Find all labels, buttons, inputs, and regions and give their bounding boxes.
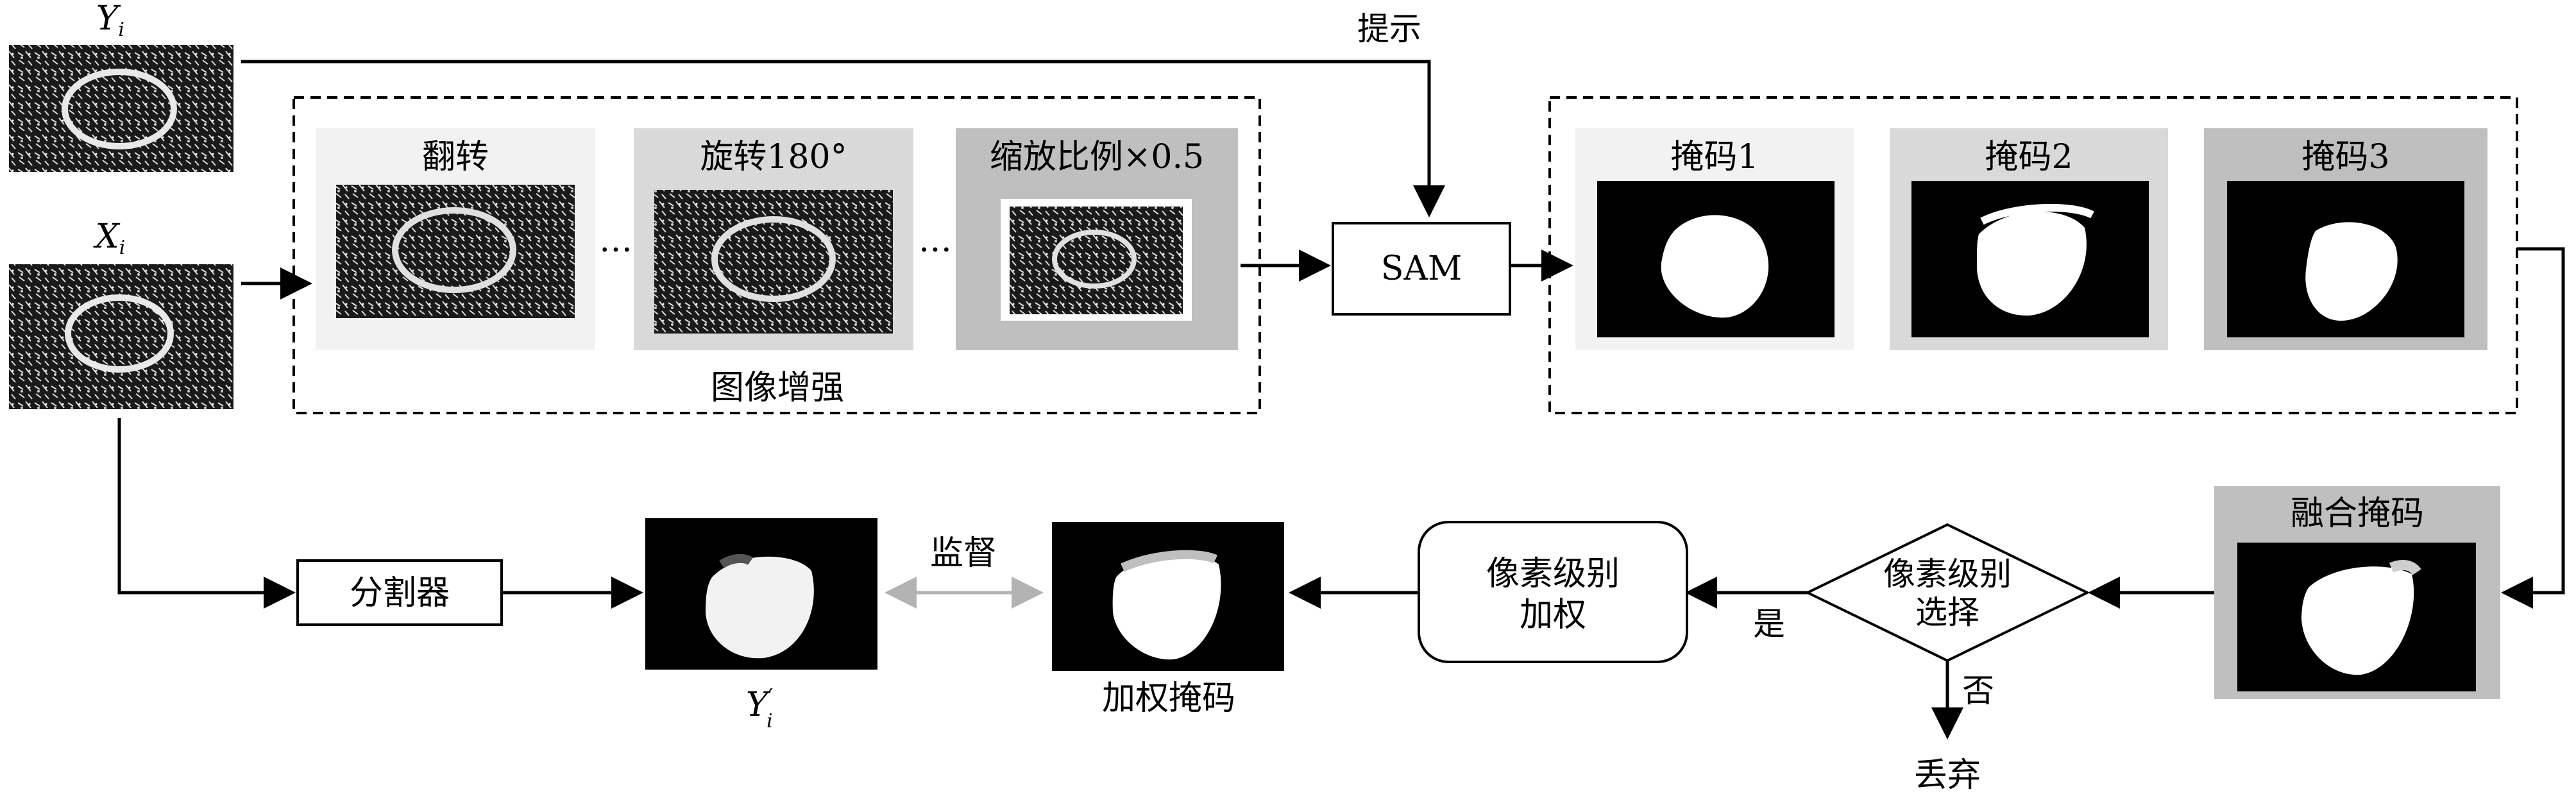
- flip-label: 翻转: [422, 138, 489, 176]
- yi-image: [9, 45, 233, 172]
- augment-group-box: [292, 96, 1261, 414]
- pixel-select-line2: 选择: [1915, 594, 1979, 631]
- flip-image: [336, 185, 575, 318]
- rotate-panel: 旋转180°: [634, 128, 913, 350]
- weighted-mask-label: 加权掩码: [1102, 679, 1235, 718]
- xi-to-segmenter-arrow: [117, 418, 296, 609]
- yi-pred-shape: [706, 556, 814, 659]
- xi-image-structure: [65, 294, 174, 373]
- rotate-label: 旋转180°: [700, 138, 847, 176]
- discard-label: 丢弃: [1914, 756, 1981, 795]
- no-label: 否: [1962, 672, 1994, 709]
- fused-mask-label: 融合掩码: [2291, 494, 2424, 533]
- rotate-image: [654, 190, 893, 334]
- segmenter-box: [296, 559, 503, 626]
- scale-image: [1010, 207, 1183, 314]
- sam-label: SAM: [1381, 249, 1462, 288]
- yes-label: 是: [1753, 605, 1785, 643]
- prompt-label: 提示: [1357, 10, 1421, 47]
- yi-image-structure: [62, 69, 177, 149]
- segmenter-label: 分割器: [350, 574, 450, 613]
- augment-group-label: 图像增强: [711, 369, 844, 407]
- mask-group-box: [1548, 96, 2518, 414]
- supervise-label: 监督: [930, 534, 997, 573]
- sam-box: [1332, 222, 1511, 316]
- pixel-select-line1: 像素级别: [1883, 555, 2012, 593]
- pixel-weight-line1: 像素级别: [1486, 555, 1620, 593]
- mask3-label: 掩码3: [2301, 138, 2389, 176]
- prompt-arrow: [241, 60, 1445, 217]
- scale-panel: 缩放比例×0.5: [956, 128, 1238, 350]
- masks-to-fused-arrow: [2501, 247, 2565, 609]
- xi-image-group: Xi: [9, 217, 233, 409]
- yi-label: Yi: [96, 0, 124, 41]
- fused-mask-panel: 融合掩码: [2214, 486, 2500, 699]
- mask1-label: 掩码1: [1670, 138, 1758, 176]
- ellipsis-1: …: [599, 221, 632, 260]
- flip-panel: 翻转: [316, 128, 595, 350]
- yi-image-group: Yi: [9, 0, 233, 172]
- mask3-panel: 掩码3: [2204, 128, 2487, 350]
- mask2-label: 掩码2: [1985, 138, 2072, 176]
- yi-pred-label: Y′i: [746, 684, 773, 732]
- xi-label: Xi: [93, 217, 126, 259]
- scale-label: 缩放比例×0.5: [990, 138, 1204, 176]
- mask2-panel: 掩码2: [1890, 128, 2168, 350]
- ellipsis-2: …: [919, 221, 952, 260]
- pixel-weight-line2: 加权: [1520, 596, 1586, 634]
- mask1-panel: 掩码1: [1575, 128, 1854, 350]
- xi-image: [9, 264, 233, 409]
- weighted-mask-shape: [1112, 554, 1221, 660]
- pixel-select-diamond: [1804, 523, 2090, 663]
